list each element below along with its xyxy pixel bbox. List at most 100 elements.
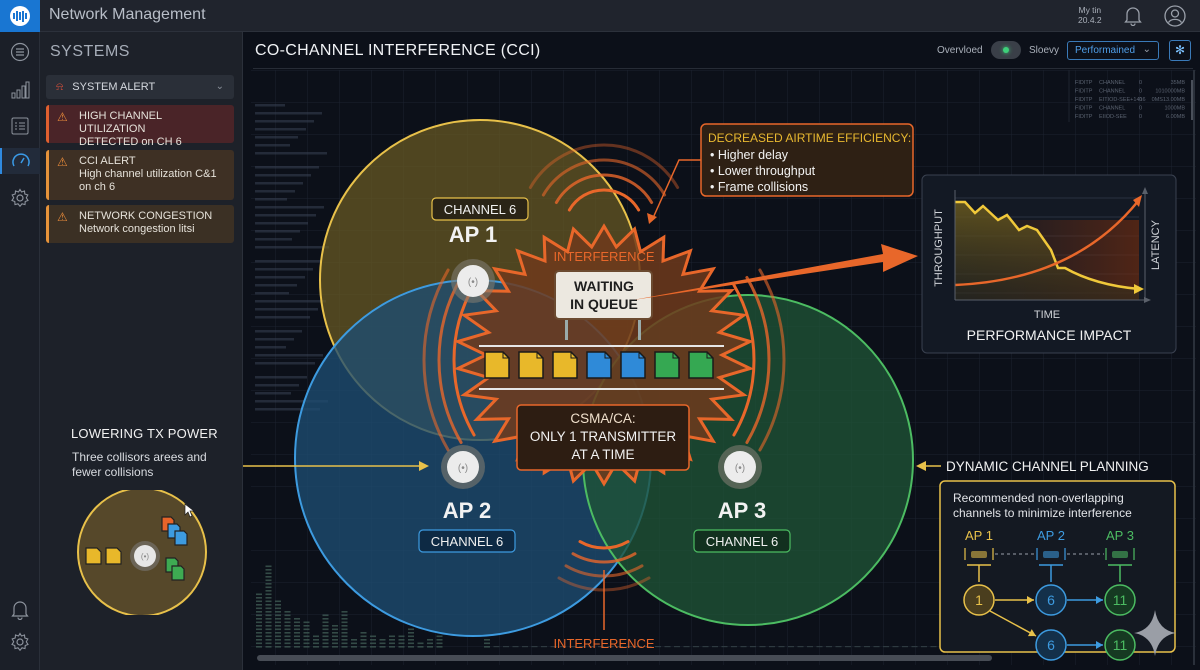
log-line xyxy=(255,144,290,147)
histogram-bar-segment xyxy=(256,632,262,634)
log-cell: 0 xyxy=(1139,106,1142,112)
histogram-baseline xyxy=(826,646,832,648)
svg-text:(•): (•) xyxy=(141,552,149,561)
wifi-signal-icon: (•) xyxy=(458,463,468,474)
queued-frame-green xyxy=(654,351,680,379)
alert-card-cci[interactable]: ⚠ CCI ALERT High channel utilization C&1… xyxy=(46,150,234,200)
histogram-bar-segment xyxy=(341,621,348,624)
histogram-baseline xyxy=(902,646,908,648)
histogram-baseline xyxy=(607,646,614,648)
mouse-cursor-icon xyxy=(184,503,196,518)
histogram-bar-segment xyxy=(360,642,367,645)
histogram-bar-segment xyxy=(408,628,414,631)
histogram-bar-segment xyxy=(284,635,291,638)
queued-frame-yellow xyxy=(518,351,544,379)
histogram-baseline xyxy=(731,646,737,648)
signal-wave xyxy=(571,552,637,564)
alert-card-congestion[interactable]: ⚠ NETWORK CONGESTION Network congestion … xyxy=(46,205,234,243)
histogram-bar-segment xyxy=(303,639,310,641)
histogram-bar-segment xyxy=(275,639,281,641)
interference-label-top: INTERFERENCE xyxy=(553,249,654,264)
channel-node-label: 6 xyxy=(1047,592,1055,608)
histogram-bar-segment xyxy=(275,607,281,610)
histogram-bar-segment xyxy=(427,646,433,648)
histogram-bar-segment xyxy=(284,621,291,624)
signal-bars-icon[interactable] xyxy=(8,78,32,102)
histogram-baseline xyxy=(721,646,728,648)
frame-icon xyxy=(105,547,122,565)
system-alert-dropdown[interactable]: ⍾ SYSTEM ALERT ⌄ xyxy=(46,75,234,99)
gauge-icon[interactable] xyxy=(0,148,40,174)
log-line xyxy=(255,316,310,319)
histogram-bar-segment xyxy=(265,642,272,645)
histogram-bar-segment xyxy=(322,618,329,620)
menu-icon[interactable] xyxy=(8,40,32,64)
overload-toggle[interactable] xyxy=(991,41,1021,59)
list-icon[interactable] xyxy=(8,114,32,138)
alert-card-high-utilization[interactable]: ⚠ HIGH CHANNEL UTILIZATION DETECTED on C… xyxy=(46,105,234,148)
histogram-bar-segment xyxy=(284,639,291,641)
histogram-bar-segment xyxy=(408,642,414,645)
view-select[interactable]: Performained⌄ xyxy=(1067,41,1159,60)
snowflake-settings-button[interactable]: ✻ xyxy=(1169,40,1191,61)
histogram-baseline xyxy=(664,646,671,648)
histogram-baseline xyxy=(550,646,557,648)
ap-device-icon xyxy=(457,265,489,297)
alarm-bell-icon: ⍾ xyxy=(56,80,64,93)
tx-power-line: Three collisors arees and xyxy=(72,450,207,464)
csma-line: AT A TIME xyxy=(571,447,634,462)
log-cell: 0 xyxy=(1139,114,1142,120)
histogram-bar-segment xyxy=(313,639,319,641)
sign-post xyxy=(565,320,568,340)
histogram-bar-segment xyxy=(256,607,262,610)
histogram-bar-segment xyxy=(256,593,262,596)
log-line xyxy=(255,174,311,177)
log-cell: 1000MB xyxy=(1165,106,1186,112)
gear-icon[interactable] xyxy=(8,186,32,210)
histogram-bar-segment xyxy=(256,635,262,638)
user-avatar-icon[interactable] xyxy=(1164,5,1186,32)
ap-mini-icon xyxy=(971,551,987,558)
app-logo[interactable] xyxy=(0,0,40,32)
log-cell: 6.00MB xyxy=(1166,114,1185,120)
log-cell: CHANNEL xyxy=(1099,80,1125,86)
log-line xyxy=(255,346,286,349)
histogram-bar-segment xyxy=(284,611,291,613)
histogram-bar-segment xyxy=(303,625,310,627)
histogram-bar-segment xyxy=(322,625,329,627)
histogram-bar-segment xyxy=(275,646,281,648)
log-scrollbar[interactable] xyxy=(1191,80,1194,120)
histogram-bar-segment xyxy=(265,604,272,606)
bell-icon[interactable] xyxy=(8,598,32,622)
settings-gear-icon[interactable] xyxy=(8,630,32,654)
version-label: My tin xyxy=(1078,5,1102,15)
histogram-baseline xyxy=(683,646,690,648)
log-cell: CHANNEL xyxy=(1099,89,1125,95)
histogram-baseline xyxy=(892,646,899,648)
channel-badge xyxy=(693,529,791,553)
histogram-bar-segment xyxy=(398,646,405,648)
notifications-bell-icon[interactable] xyxy=(1124,6,1142,31)
channel-node xyxy=(1035,584,1067,616)
main-panel: CO-CHANNEL INTERFERENCE (CCI) Overvloed … xyxy=(243,32,1200,670)
histogram-baseline xyxy=(778,646,785,648)
queued-frame-yellow xyxy=(552,351,578,379)
sidebar-title: SYSTEMS xyxy=(50,43,130,60)
view-select-value: Performained xyxy=(1075,45,1136,56)
log-line xyxy=(255,330,302,333)
histogram-bar-segment xyxy=(275,618,281,620)
histogram-bar-segment xyxy=(332,646,338,648)
log-line xyxy=(255,408,320,411)
histogram-bar-segment xyxy=(322,628,329,631)
histogram-bar-segment xyxy=(360,632,367,634)
planning-body-line: channels to minimize interference xyxy=(953,506,1132,520)
signal-wave xyxy=(578,540,630,550)
histogram-bar-segment xyxy=(408,635,414,638)
alert-title: CCI ALERT xyxy=(79,155,136,167)
log-line xyxy=(255,276,305,279)
tx-power-line: fewer collisions xyxy=(72,465,154,479)
histogram-bar-segment xyxy=(275,614,281,617)
histogram-baseline xyxy=(921,646,927,648)
horizontal-scrollbar[interactable] xyxy=(257,655,992,661)
